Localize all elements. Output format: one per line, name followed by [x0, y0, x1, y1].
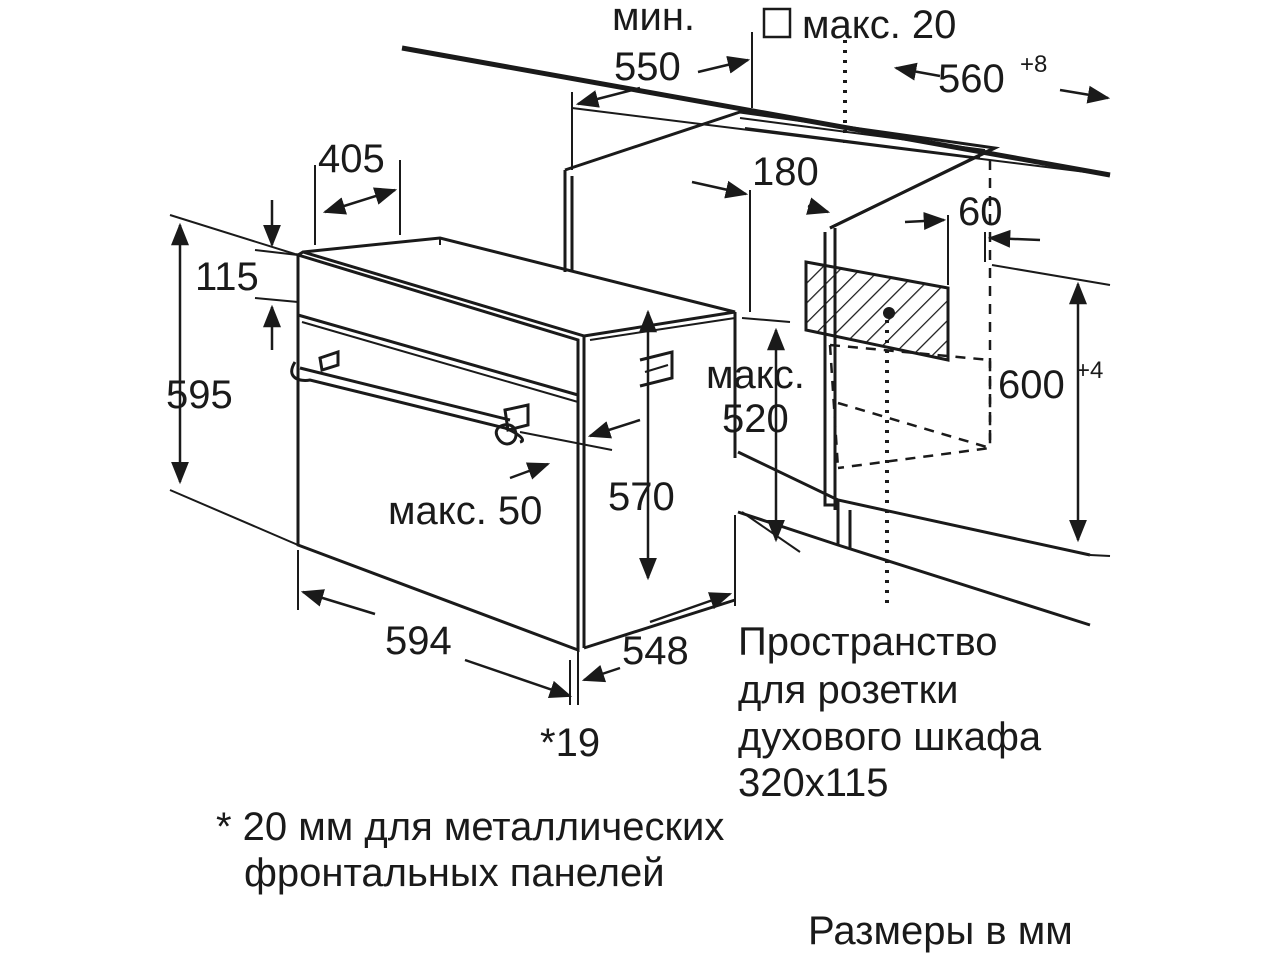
countertop-line — [401, 45, 1111, 178]
dimension-labels: мин. 550 макс. 20 560 +8 405 180 60 115 … — [166, 0, 1103, 765]
label-600: 600 — [998, 363, 1065, 407]
square-icon — [762, 7, 792, 39]
label-19: *19 — [540, 721, 600, 765]
label-180: 180 — [752, 150, 819, 194]
socket-space — [804, 260, 950, 362]
label-600-tol: +4 — [1076, 357, 1103, 384]
socket-note-line3: духового шкафа — [738, 715, 1042, 759]
label-594: 594 — [385, 619, 452, 663]
label-595: 595 — [166, 373, 233, 417]
units-note: Размеры в мм — [808, 909, 1073, 953]
socket-note-line1: Пространство — [738, 620, 998, 664]
label-115: 115 — [195, 255, 259, 299]
socket-note-line4: 320x115 — [738, 761, 889, 805]
label-550: 550 — [614, 45, 681, 89]
oven-handle — [290, 361, 524, 444]
dimension-lines — [169, 32, 1111, 705]
label-min: мин. — [612, 0, 695, 39]
label-max: макс. — [706, 353, 805, 397]
label-548: 548 — [622, 629, 689, 673]
label-560-tol: +8 — [1020, 51, 1047, 78]
label-560: 560 — [938, 57, 1005, 101]
footnote-line2: фронтальных панелей — [244, 851, 665, 895]
footnote: * 20 мм для металлических фронтальных па… — [216, 805, 724, 895]
oven — [290, 236, 737, 653]
label-max50: макс. 50 — [388, 489, 542, 533]
cabinet-niche — [401, 40, 1111, 627]
label-520: 520 — [722, 397, 789, 441]
label-60: 60 — [958, 190, 1003, 234]
socket-note: Пространство для розетки духового шкафа … — [738, 620, 1042, 805]
oven-front — [296, 252, 580, 653]
label-405: 405 — [318, 137, 385, 181]
label-max20: макс. 20 — [802, 3, 956, 47]
footnote-line1: * 20 мм для металлических — [216, 805, 724, 849]
label-570: 570 — [608, 475, 675, 519]
socket-note-line2: для розетки — [738, 668, 958, 712]
